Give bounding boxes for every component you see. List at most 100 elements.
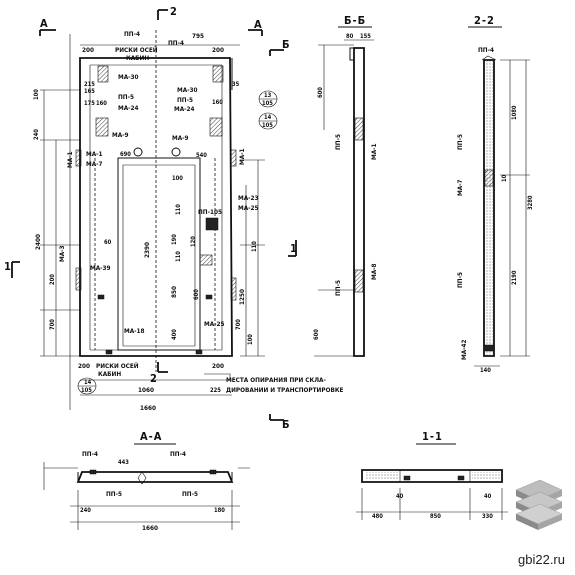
aa-dim-180: 180 xyxy=(214,508,225,514)
s22-label-pp5-a: ПП-5 xyxy=(456,134,464,150)
marker-b-top: Б xyxy=(282,38,291,51)
section-bb: Б-Б 80 155 600 600 ПП-5 ПП-5 МА-1 МА-8 xyxy=(314,14,378,357)
section-aa-outline xyxy=(76,471,234,483)
s11-dim-850: 850 xyxy=(430,514,441,520)
embed-ma30-left xyxy=(97,65,109,83)
label-ma7: МА-7 xyxy=(86,160,103,168)
dim-100-center: 100 xyxy=(172,176,183,182)
label-ma9-b: МА-9 xyxy=(172,134,189,142)
aa-label-pp5-a: ПП-5 xyxy=(106,490,122,498)
embed-ma30-right xyxy=(212,65,224,83)
embed-pp105 xyxy=(205,217,219,231)
bb-label-ma1: МА-1 xyxy=(370,143,378,160)
marker-b-bottom: Б xyxy=(282,418,291,431)
bubble-105-b: 105 xyxy=(262,123,273,129)
dim-540: 540 xyxy=(196,153,207,159)
dim-165: 165 xyxy=(84,89,95,95)
aa-label-pp4-a: ПП-4 xyxy=(82,450,98,458)
section-11-outline xyxy=(361,469,503,483)
marker-2-top: 2 xyxy=(170,5,178,18)
label-riski-top: РИСКИ ОСЕЙ xyxy=(115,45,158,54)
label-ma18: МА-18 xyxy=(124,327,145,335)
label-pp105: ПП-105 xyxy=(198,208,222,216)
dim-160b: 160 xyxy=(212,100,223,106)
label-kabin-top: КАБИН xyxy=(126,54,149,62)
dim-1660-plan: 1660 xyxy=(140,404,156,412)
marker-1-left: 1 xyxy=(4,260,12,273)
label-pp4-top-a: ПП-4 xyxy=(124,30,140,38)
dim-200-bottom-right: 200 xyxy=(212,362,224,370)
section-aa: А-А ПП-4 ПП-4 443 ПП-5 ПП-5 240 180 1660 xyxy=(43,430,250,532)
bb-label-ma8: МА-8 xyxy=(370,263,378,280)
label-place-1: МЕСТА ОПИРАНИЯ ПРИ СКЛА- xyxy=(226,376,326,384)
title-11: 1-1 xyxy=(422,430,443,443)
s11-dim-40b: 40 xyxy=(484,494,492,500)
s22-dim-140: 140 xyxy=(480,368,491,374)
dim-2390: 2390 xyxy=(143,242,151,258)
dim-200-left: 200 xyxy=(50,274,56,285)
aa-label-pp4-b: ПП-4 xyxy=(170,450,186,458)
dim-35: 35 xyxy=(232,82,240,88)
bb-dim-155: 155 xyxy=(360,34,371,40)
label-ma3: МА-3 xyxy=(58,245,66,262)
label-ma23: МА-23 xyxy=(238,194,259,202)
dim-690: 690 xyxy=(120,152,131,158)
watermark[interactable]: gbi22.ru xyxy=(518,552,565,567)
marker-a-top-left: А xyxy=(40,17,49,30)
label-ma1-left: МА-1 xyxy=(66,151,74,168)
label-pp5-b: ПП-5 xyxy=(177,96,193,104)
dim-175: 175 xyxy=(84,101,95,107)
dim-600-center: 600 xyxy=(194,289,200,300)
aa-dim-240: 240 xyxy=(80,508,91,514)
label-pp4-top-b: ПП-4 xyxy=(168,39,184,47)
label-ma1-mid: МА-1 xyxy=(86,150,103,158)
label-place-2: ДИРОВАНИИ И ТРАНСПОРТИРОВКЕ xyxy=(226,386,344,394)
aa-label-pp5-b: ПП-5 xyxy=(182,490,198,498)
marker-a-top-right: А xyxy=(254,18,263,31)
dim-240: 240 xyxy=(34,129,40,140)
plan-view: А А 2 2 Б Б 1 1 795 ПП-4 ПП-4 200 200 РИ… xyxy=(4,5,344,431)
s22-label-ma7: МА-7 xyxy=(456,179,464,196)
label-ma25-a: МА-25 xyxy=(238,204,259,212)
marker-1-right: 1 xyxy=(290,242,298,255)
panel-outline xyxy=(79,57,233,357)
inner-opening xyxy=(117,157,201,351)
dim-795: 795 xyxy=(192,32,204,40)
dim-200-top-left: 200 xyxy=(82,46,94,54)
lifting-loop-right xyxy=(171,147,181,157)
label-riski-bottom: РИСКИ ОСЕЙ xyxy=(96,361,139,370)
section-22: 2-2 ПП-4 1080 3280 2190 10 ПП-5 МА-7 ПП-… xyxy=(456,14,534,374)
label-kabin-bottom: КАБИН xyxy=(98,370,121,378)
s22-label-pp5-b: ПП-5 xyxy=(456,272,464,288)
dim-160: 160 xyxy=(96,101,107,107)
s22-dim-10: 10 xyxy=(502,174,508,182)
title-bb: Б-Б xyxy=(344,14,366,27)
bb-label-pp5-b: ПП-5 xyxy=(334,280,342,296)
bubble-14: 14 xyxy=(264,115,272,121)
dim-120: 120 xyxy=(191,236,197,247)
marker-2-bottom: 2 xyxy=(150,372,158,385)
dim-190: 190 xyxy=(172,234,178,245)
section-11: 1-1 40 40 480 850 330 xyxy=(356,430,508,520)
s11-dim-480: 480 xyxy=(372,514,383,520)
bb-dim-80: 80 xyxy=(346,34,354,40)
title-aa: А-А xyxy=(140,430,162,443)
bubble-105-a: 105 xyxy=(262,101,273,107)
dim-200-top-right: 200 xyxy=(212,46,224,54)
section-bb-outline xyxy=(353,47,365,357)
bb-label-pp5-a: ПП-5 xyxy=(334,134,342,150)
dim-110-right: 110 xyxy=(252,241,258,252)
s22-label-ma42: МА-42 xyxy=(460,339,468,360)
bubble-bottom-bot: 105 xyxy=(81,388,92,394)
dim-225: 225 xyxy=(210,388,221,394)
title-22: 2-2 xyxy=(474,14,495,27)
bb-dim-600: 600 xyxy=(318,87,324,98)
dim-200-bottom-left: 200 xyxy=(78,362,90,370)
dim-700-right: 700 xyxy=(236,319,242,330)
section-22-outline xyxy=(483,59,495,357)
bubble-13: 13 xyxy=(264,93,272,99)
lifting-loop-left xyxy=(133,147,143,157)
dim-100-top: 100 xyxy=(34,89,40,100)
label-pp5-a: ПП-5 xyxy=(118,93,134,101)
site-logo-icon xyxy=(515,479,563,530)
